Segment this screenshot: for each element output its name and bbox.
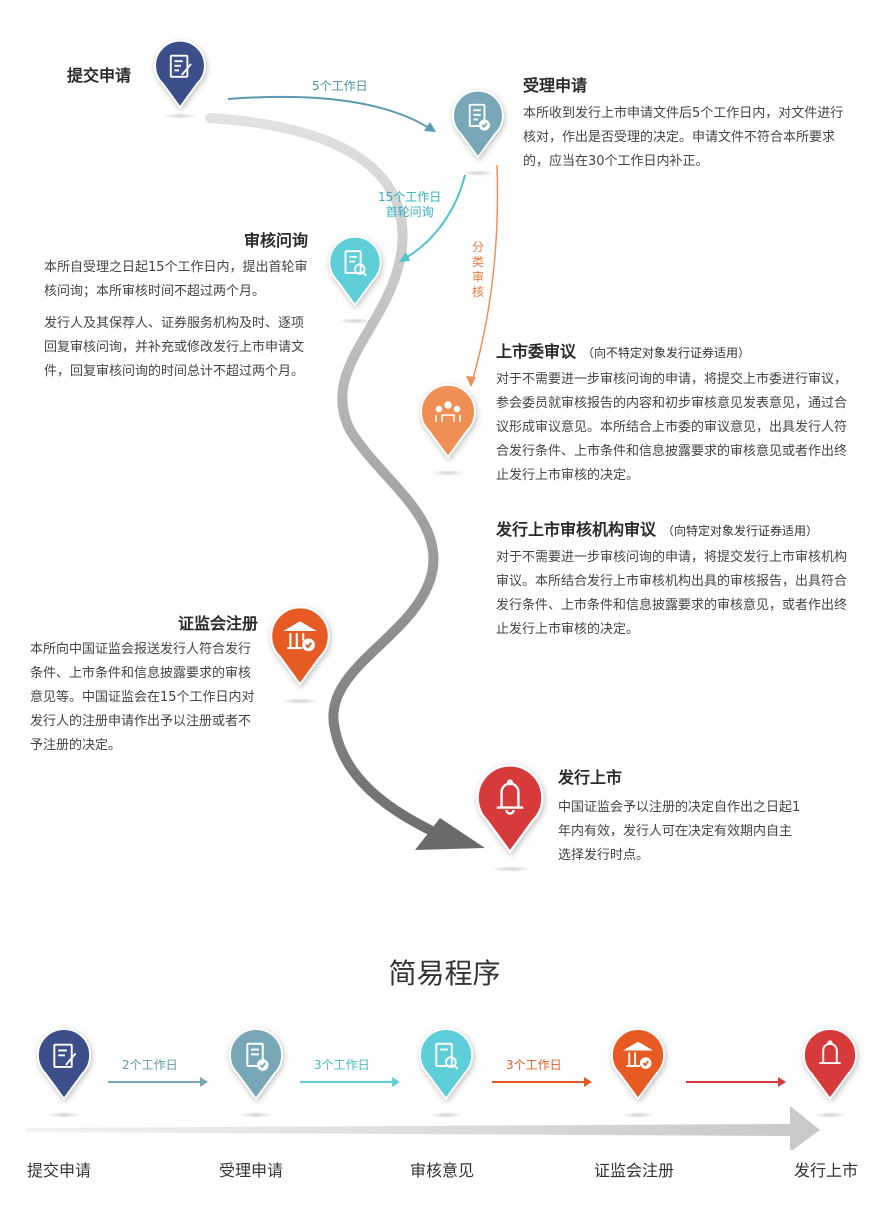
pin-shadow: [163, 113, 197, 119]
listing-title: 发行上市: [558, 768, 623, 787]
listing-desc: 中国证监会予以注册的决定自作出之日起1年内有效，发行人可在决定有效期内自主选择发…: [558, 800, 801, 863]
simple-accept-pin: [228, 1028, 284, 1101]
agency-title-text: 发行上市审核机构审议: [496, 520, 657, 539]
document-search-icon: [435, 1042, 459, 1070]
submit-pin: [154, 40, 206, 109]
pin-shadow: [239, 1112, 273, 1118]
classified-review-label: 分 类 审 核: [471, 240, 485, 300]
interval-label-15-days: 15个工作日 首轮问询: [378, 190, 441, 220]
document-check-icon: [246, 1042, 269, 1071]
simple-step-label: 证监会注册: [594, 1161, 675, 1180]
inquiry-desc-para1: 本所自受理之日起15个工作日内，提出首轮审核问询；本所审核时间不超过两个月。: [44, 260, 308, 299]
main-flow-path: [205, 95, 499, 850]
simple-interval-3: 3个工作日: [506, 1058, 562, 1072]
agency-note: （向特定对象发行证券适用）: [662, 524, 819, 538]
pin-shadow: [429, 1112, 463, 1118]
simple-listing-pin: [802, 1028, 858, 1101]
char: 审: [471, 270, 484, 284]
timeline-arrow: [25, 1106, 820, 1150]
committee-title-text: 上市委审议: [496, 342, 577, 361]
inquiry-pin: [328, 236, 382, 307]
listing-pin: [476, 764, 544, 855]
document-search-icon: [344, 250, 368, 277]
committee-note: （向不特定对象发行证券适用）: [582, 346, 751, 360]
simple-procedure-track: [25, 1077, 820, 1150]
document-edit-icon: [169, 54, 192, 78]
flow-arrowhead: [415, 818, 485, 850]
csrc-pin: [270, 606, 330, 687]
government-building-check-icon: [622, 1041, 654, 1069]
inquiry-desc-para2: 发行人及其保荐人、证券服务机构及时、逐项回复审核问询，并补充或修改发行上市申请文…: [44, 316, 305, 379]
simple-procedure-heading: 简易程序: [388, 957, 501, 990]
simple-step-label: 提交申请: [27, 1161, 92, 1180]
char: 分: [471, 240, 484, 254]
meeting-icon: [435, 401, 461, 422]
inquiry-desc: 本所自受理之日起15个工作日内，提出首轮审核问询；本所审核时间不超过两个月。 发…: [44, 256, 312, 392]
accept-title: 受理申请: [523, 76, 588, 95]
submit-title: 提交申请: [67, 66, 132, 85]
accept-desc: 本所收到发行上市申请文件后5个工作日内，对文件进行核对，作出是否受理的决定。申请…: [523, 106, 844, 169]
simple-step-label: 发行上市: [794, 1161, 859, 1180]
interval-label-line2: 首轮问询: [385, 205, 434, 219]
pin-shadow: [621, 1112, 655, 1118]
committee-pin: [420, 384, 476, 459]
simple-review-pin: [418, 1028, 474, 1101]
pin-shadow: [280, 698, 320, 704]
pin-shadow: [461, 170, 495, 176]
interval-label-5-days: 5个工作日: [312, 79, 368, 93]
csrc-desc: 本所向中国证监会报送发行人符合发行条件、上市条件和信息披露要求的审核意见等。中国…: [30, 642, 255, 753]
char: 类: [471, 255, 484, 269]
simple-interval-1: 2个工作日: [122, 1058, 178, 1072]
char: 核: [471, 285, 484, 299]
interval-label-line1: 15个工作日: [378, 190, 442, 204]
bell-icon: [496, 779, 524, 815]
government-building-check-icon: [283, 621, 317, 652]
simple-submit-pin: [36, 1028, 92, 1101]
interval-arrow: [108, 1077, 786, 1087]
document-check-icon: [468, 103, 490, 131]
pin-shadow: [813, 1112, 847, 1118]
committee-desc: 对于不需要进一步审核问询的申请，将提交上市委进行审议，参会委员就审核报告的内容和…: [496, 372, 848, 483]
accept-pin: [452, 90, 504, 159]
simple-step-label: 受理申请: [219, 1161, 284, 1180]
simple-csrc-pin: [610, 1028, 666, 1101]
pin-shadow: [47, 1112, 81, 1118]
agency-desc: 对于不需要进一步审核问询的申请，将提交发行上市审核机构审议。本所结合发行上市审核…: [496, 550, 848, 637]
agency-title: 发行上市审核机构审议 （向特定对象发行证券适用）: [496, 516, 818, 540]
bell-icon: [819, 1040, 841, 1065]
simple-step-label: 审核意见: [410, 1161, 475, 1180]
pin-shadow: [430, 470, 466, 476]
csrc-title: 证监会注册: [177, 614, 258, 633]
pin-shadow: [490, 866, 532, 872]
simple-interval-2: 3个工作日: [314, 1058, 370, 1072]
committee-title: 上市委审议 （向不特定对象发行证券适用）: [496, 338, 750, 362]
inquiry-title: 审核问询: [243, 231, 308, 250]
pin-shadow: [338, 318, 372, 324]
document-edit-icon: [53, 1043, 77, 1068]
